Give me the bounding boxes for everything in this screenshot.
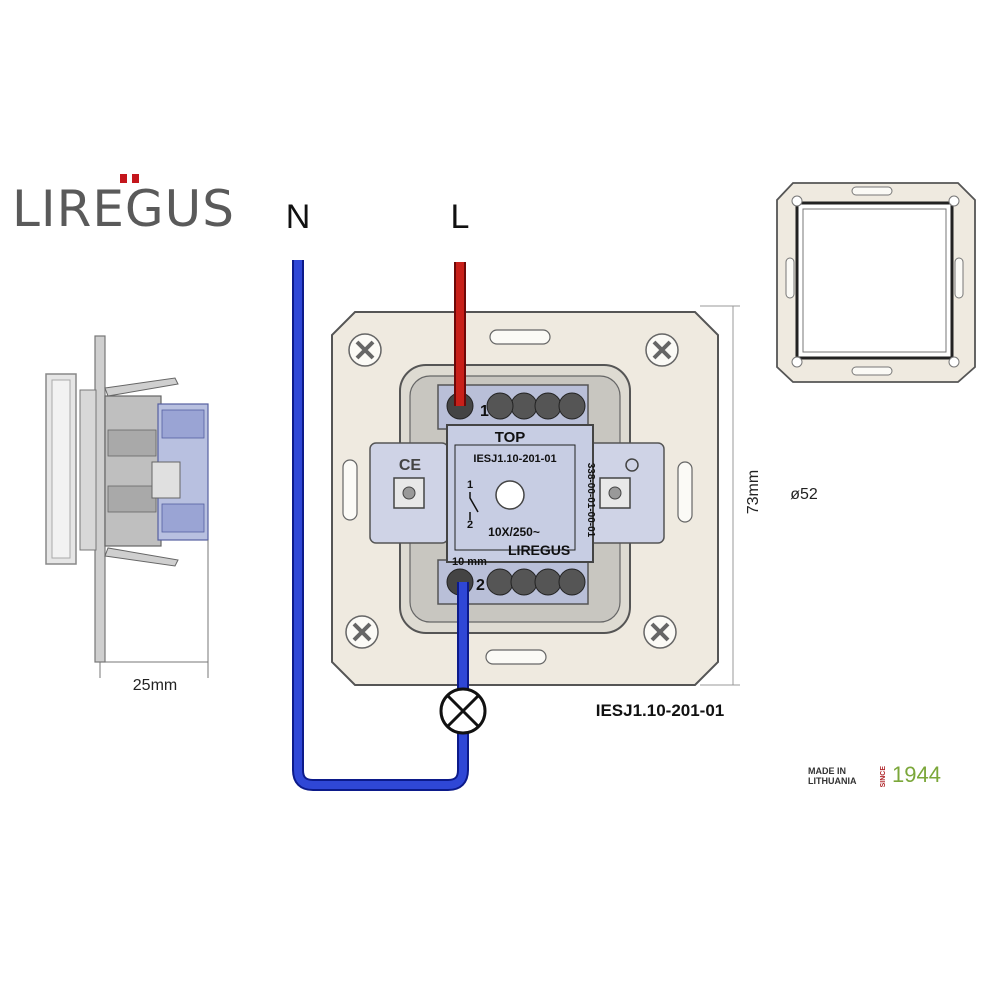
terminal-screw [486,568,514,596]
switch-position-1: 1 [467,479,473,491]
module-brand-mark: LIREGUS [508,542,570,558]
clamp-screw-right-head [608,486,622,500]
front-view: CE 1 2 TOP IESJ1.10-201-01 1 2 10X/250~ … [331,311,719,686]
side-terminal [161,503,205,533]
clamp-screw-left-head [402,486,416,500]
since-year: 1944 [892,762,941,787]
product-code: IESJ1.10-201-01 [596,701,725,720]
module-code: IESJ1.10-201-01 [473,453,556,465]
brand-accent-mark [120,174,127,183]
mount-slot-right [677,461,693,523]
screw-hole-br [643,615,677,649]
terminal-screw [486,392,514,420]
mount-slot-bottom [485,649,547,665]
side-body-rib [107,429,157,457]
side-claw-top [104,377,179,397]
frame-hole [948,356,960,368]
terminal-screw [510,392,538,420]
neutral-label: N [286,198,311,236]
terminal-screw [558,568,586,596]
depth-dimension-label: 25mm [133,677,177,694]
lamp-cross-icon [446,694,480,728]
terminal-label-top: 1 [480,403,489,420]
module-side-code: 338-00-01-00-01 [585,463,596,538]
mount-slot-top [489,329,551,345]
brand-accent-mark [132,174,139,183]
side-rocker [79,389,97,551]
frame-top-view [776,182,976,383]
frame-hole [948,195,960,207]
diameter-dimension-label: ø52 [790,486,818,503]
switch-position-2: 2 [467,519,473,531]
switch-module [446,424,594,563]
made-in-text: MADE IN LITHUANIA [808,766,857,786]
brand-logo: LIREGUS [12,180,236,238]
side-view: 25mm [45,335,209,694]
terminal-screw [534,568,562,596]
switch-symbol-icon [469,492,479,520]
made-in-line2: LITHUANIA [808,776,857,786]
screw-hole-tr [645,333,679,367]
screw-hole-bl [345,615,379,649]
ce-mark: CE [399,457,422,474]
frame-window-inner [802,208,947,353]
since-text: SINCE [880,766,887,788]
screw-hole-tl [348,333,382,367]
strip-length-label: 10 mm [452,556,487,568]
side-claw-bottom [104,547,179,567]
live-label: L [451,198,470,236]
terminal-screw [534,392,562,420]
frame-slot-bottom [851,366,893,376]
height-dimension: 73mm ø52 [700,305,818,686]
neutral-wire [294,260,467,789]
side-screw [151,461,181,499]
frame-slot-top [851,186,893,196]
terminal-screw [510,568,538,596]
height-dimension-label: 73mm [745,470,762,514]
frame-slot-right [954,257,964,299]
made-in-badge: MADE IN LITHUANIA SINCE 1944 [808,762,958,792]
ground-mark [625,458,639,472]
mount-slot-left [342,459,358,521]
wiring: N L [286,198,487,791]
module-label-panel [454,444,576,551]
frame-hole [791,356,803,368]
orientation-label: TOP [495,429,526,446]
terminal-label-bottom: 2 [476,577,485,594]
module-center-hole [495,480,525,510]
module-rating: 10X/250~ [488,525,540,539]
side-terminal [161,409,205,439]
terminal-screw [558,392,586,420]
made-in-line1: MADE IN [808,766,846,776]
side-body-rib [107,485,157,513]
side-faceplate-inner [51,379,71,559]
frame-slot-left [785,257,795,299]
frame-hole [791,195,803,207]
